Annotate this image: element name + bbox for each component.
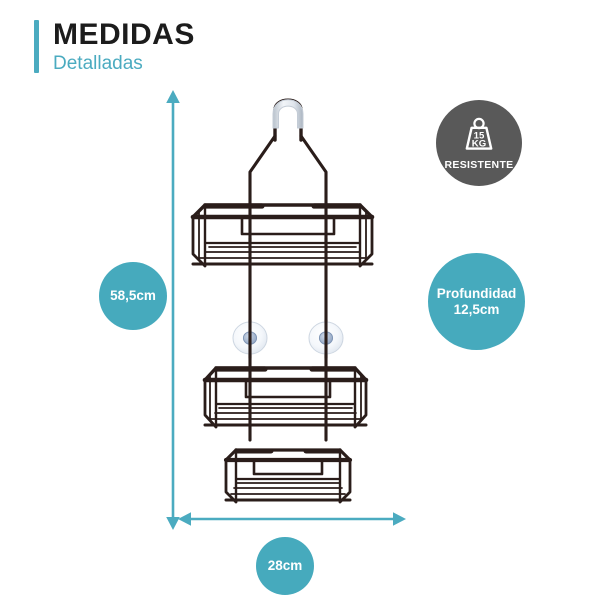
suction-cups [232, 318, 344, 360]
weight-resistance-badge: 15 KG RESISTENTE [436, 100, 522, 186]
arrowhead-left [178, 512, 191, 526]
depth-measurement-value: 12,5cm [453, 301, 500, 317]
height-dimension-line [166, 90, 180, 530]
width-measurement-value: 28cm [267, 558, 303, 574]
weight-unit: KG [472, 139, 486, 150]
height-measurement-badge: 58,5cm [99, 262, 167, 330]
weight-value: 15 [474, 130, 485, 141]
width-dimension-line [178, 512, 406, 526]
middle-basket [202, 366, 369, 429]
weight-badge-label: RESISTENTE [444, 159, 514, 171]
page-subtitle: Detalladas [53, 53, 143, 74]
arrowhead-down [166, 517, 180, 530]
header-accent-bar [34, 20, 39, 73]
depth-measurement-label: Profundidad [436, 285, 517, 301]
bottom-tray [223, 448, 353, 504]
width-measurement-badge: 28cm [256, 537, 314, 595]
upper-basket [190, 203, 375, 268]
depth-measurement-badge: Profundidad 12,5cm [428, 253, 525, 350]
hanger-shoulders [248, 134, 328, 246]
page-header: MEDIDAS Detalladas [34, 20, 195, 73]
header-text-block: MEDIDAS Detalladas [53, 18, 195, 74]
product-illustration-shower-caddy [190, 98, 375, 504]
weight-icon: 15 KG [465, 117, 493, 150]
arrowhead-up [166, 90, 180, 103]
hook-grip [272, 99, 304, 129]
height-measurement-value: 58,5cm [110, 288, 156, 304]
arrowhead-right [393, 512, 406, 526]
page-title: MEDIDAS [53, 18, 195, 51]
